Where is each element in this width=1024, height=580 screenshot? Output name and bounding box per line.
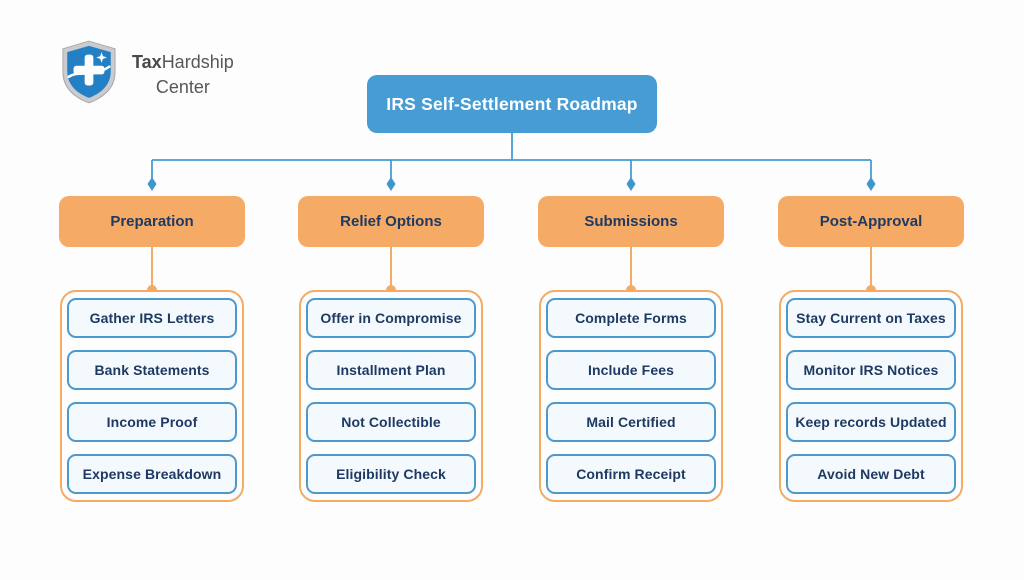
items-group-submissions: Complete Forms Include Fees Mail Certifi… (539, 290, 723, 502)
connector-line (870, 247, 872, 290)
column-relief-options: Relief Options Offer in Compromise Insta… (298, 196, 484, 506)
arrow-diamond-icon (866, 177, 876, 191)
connector-line (630, 247, 632, 290)
item-card: Eligibility Check (306, 454, 476, 494)
item-card: Offer in Compromise (306, 298, 476, 338)
item-card: Monitor IRS Notices (786, 350, 956, 390)
column-post-approval: Post-Approval Stay Current on Taxes Moni… (778, 196, 964, 506)
brand-logo: TaxHardship Center (60, 40, 234, 104)
column-submissions: Submissions Complete Forms Include Fees … (538, 196, 724, 506)
shield-cross-icon (62, 40, 116, 104)
items-group-relief-options: Offer in Compromise Installment Plan Not… (299, 290, 483, 502)
item-card: Not Collectible (306, 402, 476, 442)
arrow-diamond-icon (386, 177, 396, 191)
connector-tree (147, 133, 876, 191)
connector-line (390, 247, 392, 290)
star-icon (96, 52, 107, 63)
item-card: Complete Forms (546, 298, 716, 338)
item-card: Avoid New Debt (786, 454, 956, 494)
category-submissions: Submissions (538, 196, 724, 247)
item-card: Installment Plan (306, 350, 476, 390)
arrow-diamond-icon (626, 177, 636, 191)
items-group-preparation: Gather IRS Letters Bank Statements Incom… (60, 290, 244, 502)
column-preparation: Preparation Gather IRS Letters Bank Stat… (59, 196, 245, 506)
brand-name-bold: Tax (132, 52, 162, 72)
item-card: Bank Statements (67, 350, 237, 390)
arrow-diamond-icon (147, 177, 157, 191)
item-card: Keep records Updated (786, 402, 956, 442)
items-group-post-approval: Stay Current on Taxes Monitor IRS Notice… (779, 290, 963, 502)
item-card: Mail Certified (546, 402, 716, 442)
item-card: Include Fees (546, 350, 716, 390)
roadmap-title: IRS Self-Settlement Roadmap (367, 75, 657, 133)
item-card: Gather IRS Letters (67, 298, 237, 338)
category-relief-options: Relief Options (298, 196, 484, 247)
connector-line (151, 247, 153, 290)
brand-name-rest: Hardship (161, 52, 234, 72)
brand-name-line2: Center (155, 77, 210, 97)
item-card: Stay Current on Taxes (786, 298, 956, 338)
category-preparation: Preparation (59, 196, 245, 247)
item-card: Confirm Receipt (546, 454, 716, 494)
category-post-approval: Post-Approval (778, 196, 964, 247)
item-card: Expense Breakdown (67, 454, 237, 494)
item-card: Income Proof (67, 402, 237, 442)
brand-name: TaxHardship Center (132, 50, 234, 100)
